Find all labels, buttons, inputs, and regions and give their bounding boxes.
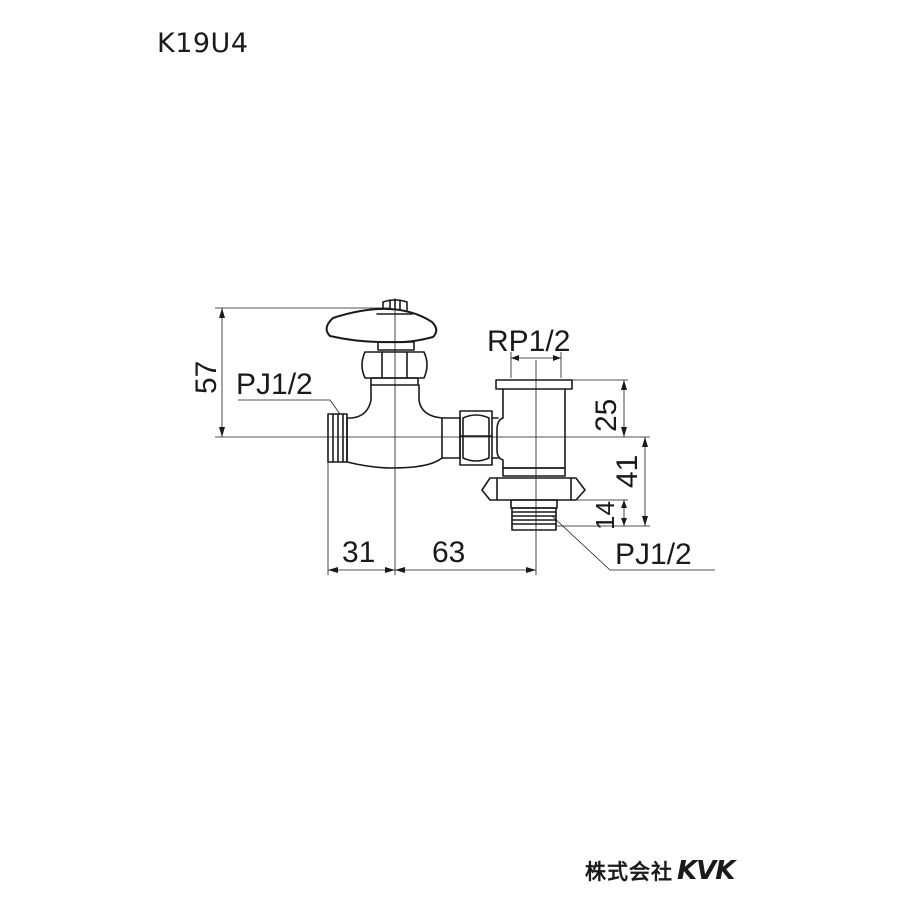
dimension-inlet-height: 25 (590, 399, 623, 432)
dimension-center-length: 63 (432, 536, 465, 569)
inlet-thread-label: RP1/2 (487, 325, 570, 358)
dimension-thread-length: 14 (590, 501, 620, 530)
handle-wheel-shape (325, 298, 438, 344)
bottom-outlet-thread-label: PJ1/2 (615, 538, 692, 571)
left-outlet-thread-shape (327, 413, 348, 463)
valve-body-shape (346, 384, 461, 469)
dimension-left-length: 31 (342, 536, 375, 569)
brand-logo: 株式会社 KVK (585, 856, 735, 886)
kvk-logo: KVK (677, 856, 735, 886)
model-number: K19U4 (157, 28, 249, 59)
left-outlet-thread-label: PJ1/2 (236, 368, 313, 401)
union-nut-shape (459, 410, 499, 466)
dimension-bottom-height: 41 (611, 455, 644, 488)
company-name: 株式会社 (585, 860, 673, 884)
bonnet-nut-shape (361, 341, 428, 386)
tee-body-shape (481, 379, 586, 531)
dimension-total-height: 57 (190, 361, 223, 394)
